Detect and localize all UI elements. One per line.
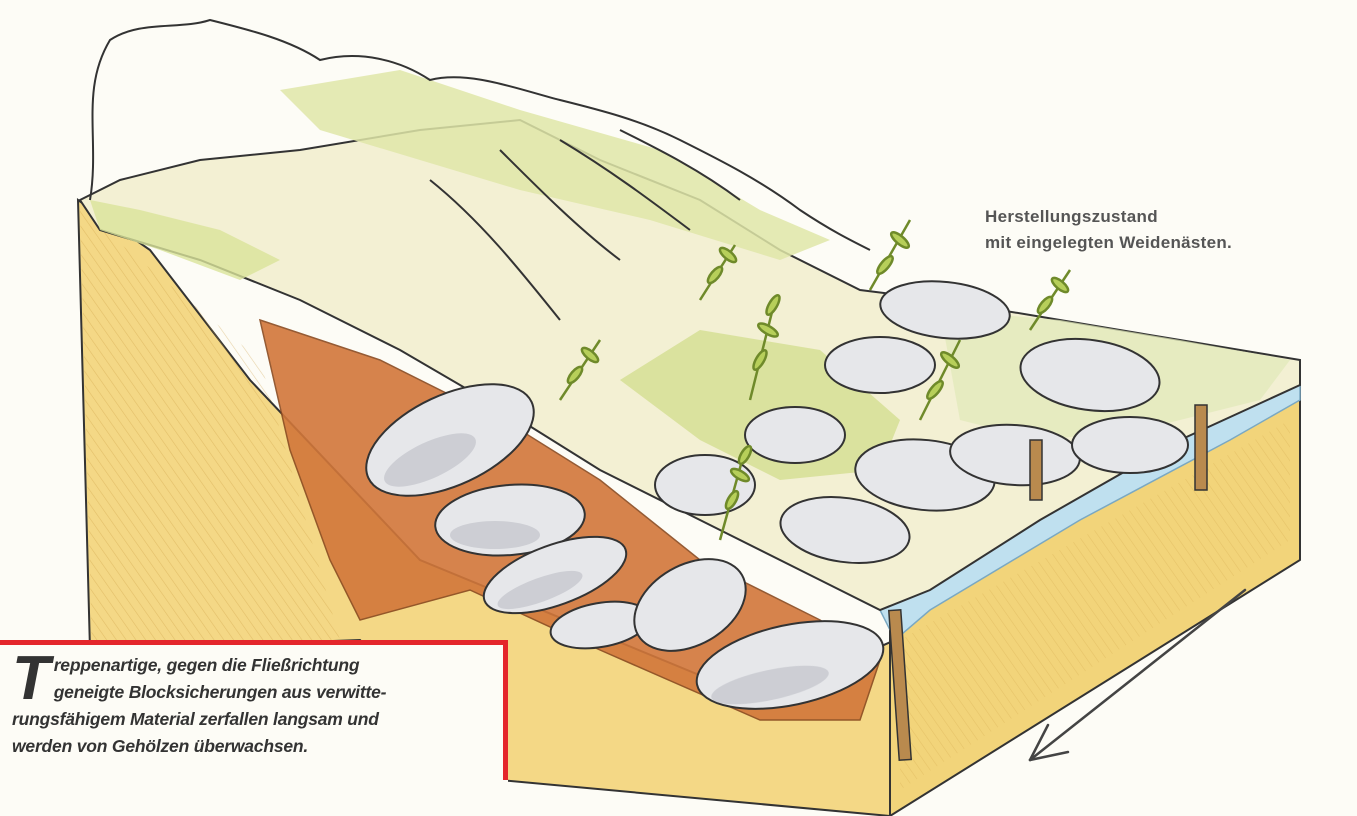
note-line-2: mit eingelegten Weidenästen. (985, 230, 1232, 256)
construction-state-note: Herstellungszustand mit eingelegten Weid… (985, 204, 1232, 256)
caption: T reppenartige, gegen die Fließrichtung … (12, 652, 492, 760)
caption-line-2: geneigte Blocksicherungen aus verwitte- (12, 679, 492, 706)
caption-red-rule-top (0, 640, 508, 645)
caption-line-4: werden von Gehölzen überwachsen. (12, 733, 492, 760)
stone-block (745, 407, 845, 463)
caption-line-3: rungsfähigem Material zerfallen langsam … (12, 706, 492, 733)
stone-block (1072, 417, 1188, 473)
note-line-1: Herstellungszustand (985, 204, 1232, 230)
caption-red-rule-side (503, 640, 508, 780)
caption-line-1: reppenartige, gegen die Fließrichtung (12, 652, 492, 679)
stone-block (825, 337, 935, 393)
caption-dropcap: T (12, 654, 50, 704)
